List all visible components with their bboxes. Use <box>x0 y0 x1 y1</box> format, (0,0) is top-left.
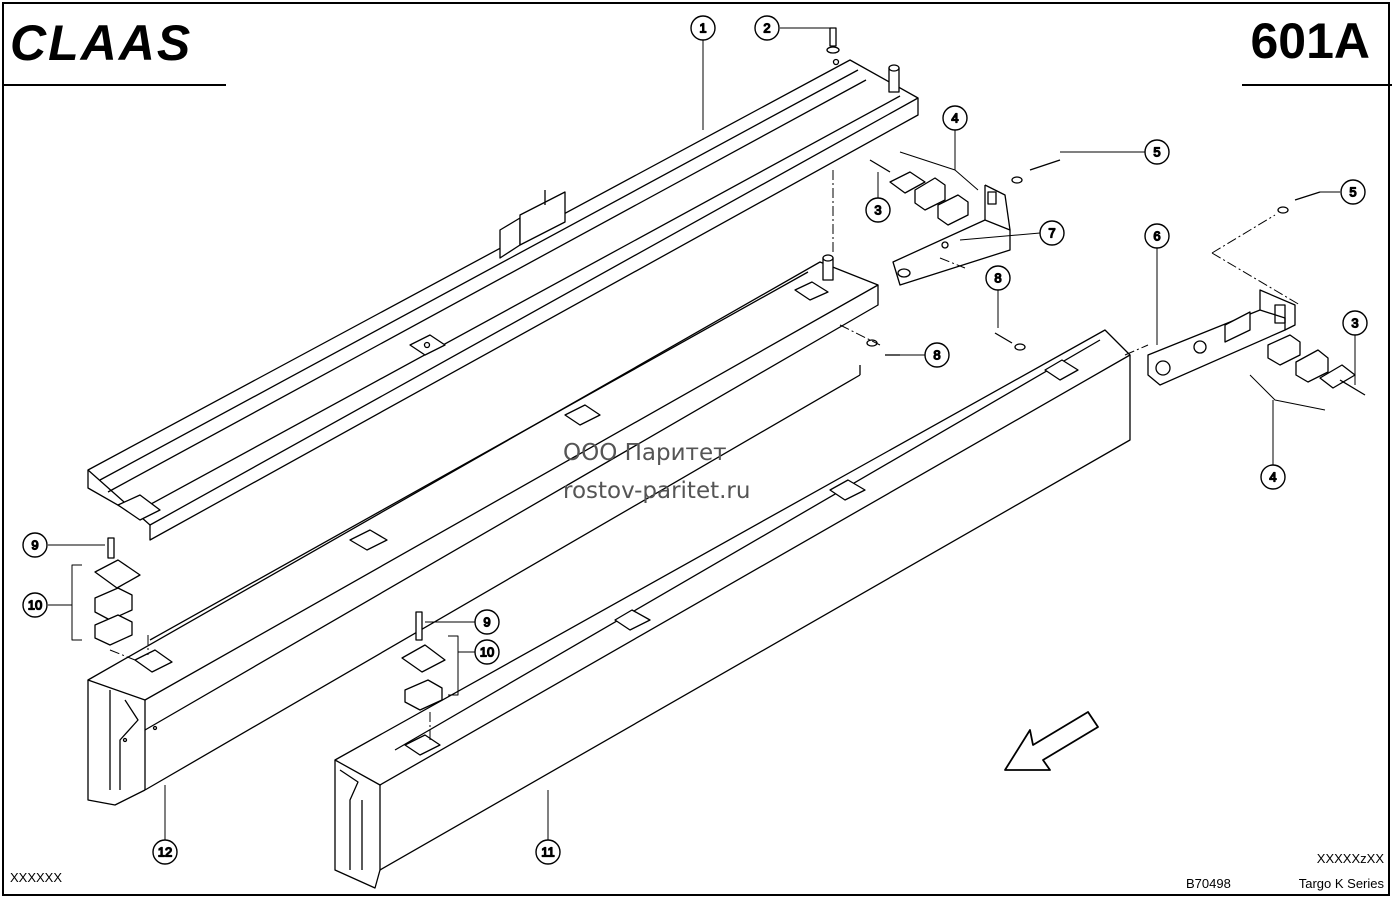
callout-12: 12 <box>152 839 178 865</box>
direction-arrow <box>1004 711 1099 771</box>
rail-part-12 <box>87 254 879 806</box>
footer-series: Targo K Series <box>1298 876 1384 891</box>
clip-assembly-left <box>94 537 141 646</box>
callout-4-lower: 4 <box>1260 464 1286 490</box>
rail-part-1 <box>87 58 919 541</box>
svg-text:9: 9 <box>483 615 490 630</box>
callout-4-upper: 4 <box>942 105 968 131</box>
footer-drawing-number: B70498 <box>1186 876 1231 891</box>
dash-dot-lines <box>109 170 1301 740</box>
brand-logo: CLAAS <box>10 15 193 71</box>
callout-9-middle: 9 <box>474 609 500 635</box>
callout-10-middle: 10 <box>474 639 500 665</box>
callout-2: 2 <box>754 15 780 41</box>
callout-3-right: 3 <box>1342 310 1368 336</box>
svg-text:3: 3 <box>874 203 881 218</box>
sheet-code: 601A <box>1250 13 1370 69</box>
footer-left-code: XXXXXX <box>10 870 63 885</box>
bracket-part-6 <box>1147 289 1296 386</box>
svg-text:1: 1 <box>699 21 706 36</box>
footer-variant-code: XXXXXzXX <box>1316 851 1384 866</box>
svg-text:5: 5 <box>1349 185 1356 200</box>
svg-text:7: 7 <box>1048 226 1055 241</box>
svg-text:10: 10 <box>480 645 494 660</box>
svg-text:8: 8 <box>933 348 940 363</box>
rail-part-11 <box>334 329 1131 889</box>
callout-10-left: 10 <box>22 592 48 618</box>
callout-1: 1 <box>690 15 716 41</box>
callout-6: 6 <box>1144 223 1170 249</box>
svg-text:12: 12 <box>158 845 172 860</box>
svg-text:5: 5 <box>1153 145 1160 160</box>
bracket-part-7 <box>892 184 1011 286</box>
svg-text:9: 9 <box>31 538 38 553</box>
watermark-company: ООО Паритет <box>563 440 727 466</box>
svg-text:6: 6 <box>1153 229 1160 244</box>
watermark-url: rostov-paritet.ru <box>563 478 751 504</box>
callout-8-right: 8 <box>985 265 1011 291</box>
callout-5-lower: 5 <box>1340 179 1366 205</box>
clip-assembly-middle <box>401 611 446 711</box>
callout-3-left: 3 <box>865 197 891 223</box>
callout-5-upper: 5 <box>1144 139 1170 165</box>
svg-text:3: 3 <box>1351 316 1358 331</box>
leader-lines <box>48 27 1356 840</box>
callout-8-middle: 8 <box>924 342 950 368</box>
svg-text:8: 8 <box>994 271 1001 286</box>
logo-rule <box>2 84 226 86</box>
svg-text:4: 4 <box>1269 470 1276 485</box>
callout-9-left: 9 <box>22 532 48 558</box>
code-rule <box>1242 84 1392 86</box>
svg-text:11: 11 <box>541 845 555 860</box>
svg-text:4: 4 <box>951 111 958 126</box>
callout-11: 11 <box>535 839 561 865</box>
fasteners <box>826 27 1321 356</box>
callout-7: 7 <box>1039 220 1065 246</box>
svg-text:2: 2 <box>763 21 770 36</box>
svg-text:10: 10 <box>28 598 42 613</box>
clip-assembly-upper <box>869 159 969 226</box>
clip-assembly-right <box>1267 334 1366 396</box>
